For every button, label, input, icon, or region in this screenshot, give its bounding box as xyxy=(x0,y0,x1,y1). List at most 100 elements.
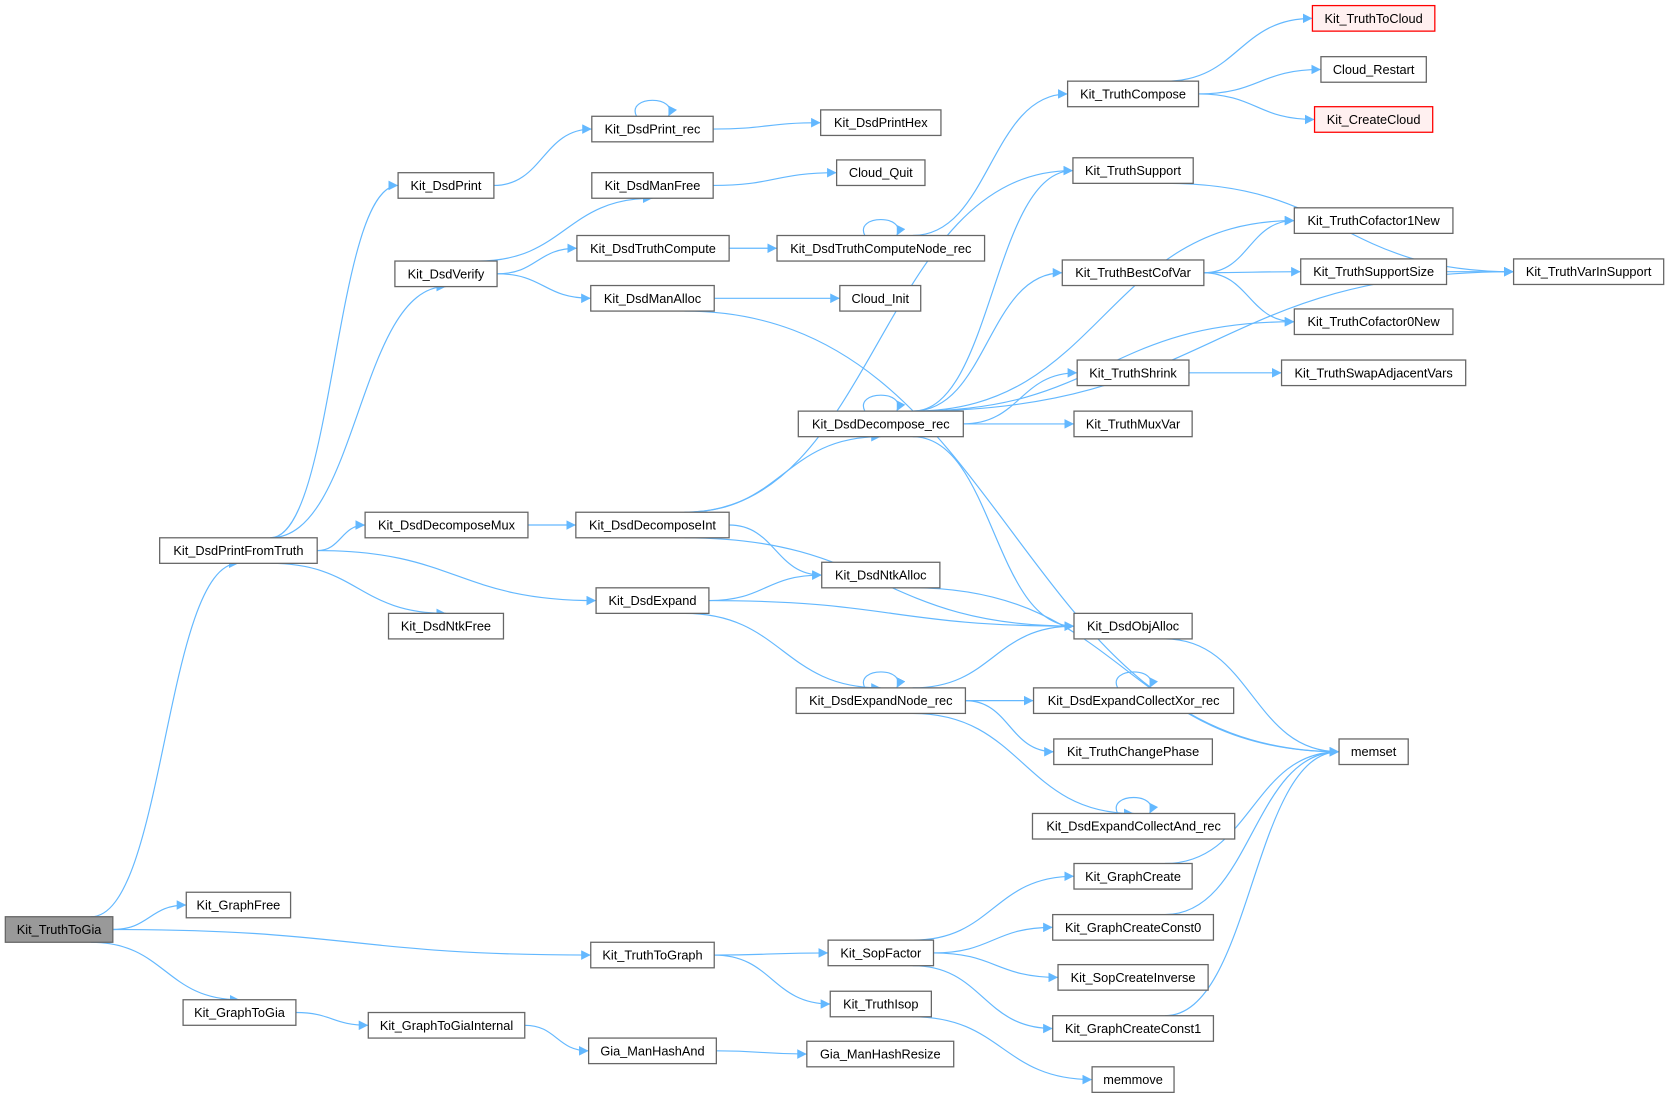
node-label: Kit_GraphCreateConst0 xyxy=(1065,920,1201,935)
node-kit-dsd-expand-collect-xor-rec[interactable]: Kit_DsdExpandCollectXor_rec xyxy=(1032,687,1235,715)
node-kit-dsd-print[interactable]: Kit_DsdPrint xyxy=(397,172,495,199)
node-kit-truth-mux-var[interactable]: Kit_TruthMuxVar xyxy=(1073,410,1193,438)
node-box xyxy=(1300,258,1448,286)
node-kit-graph-free[interactable]: Kit_GraphFree xyxy=(185,891,292,919)
node-box xyxy=(1066,80,1200,108)
node-box xyxy=(1073,612,1193,640)
edge-kit-truth-to-gia-to-kit-graph-free xyxy=(112,900,187,931)
node-label: Kit_DsdPrint xyxy=(411,178,482,193)
node-label: Kit_TruthCofactor1New xyxy=(1308,213,1441,228)
node-kit-truth-cofactor1-new[interactable]: Kit_TruthCofactor1New xyxy=(1293,207,1454,235)
node-kit-dsd-expand[interactable]: Kit_DsdExpand xyxy=(595,587,710,615)
node-box xyxy=(591,172,714,199)
node-kit-dsd-ntk-free[interactable]: Kit_DsdNtkFree xyxy=(387,612,505,640)
edge-kit-dsd-print-rec-to-kit-dsd-print-rec xyxy=(634,99,678,117)
node-kit-dsd-truth-compute[interactable]: Kit_DsdTruthCompute xyxy=(576,234,730,262)
node-box xyxy=(591,115,714,143)
node-kit-truth-swap-adjacent-vars[interactable]: Kit_TruthSwapAdjacentVars xyxy=(1280,359,1467,387)
edge-kit-dsd-truth-compute-node-rec-to-kit-dsd-truth-compute-node-rec xyxy=(862,219,906,236)
edge-kit-graph-create-to-memset xyxy=(1164,746,1340,865)
node-kit-truth-shrink[interactable]: Kit_TruthShrink xyxy=(1076,359,1190,387)
node-kit-sop-create-inverse[interactable]: Kit_SopCreateInverse xyxy=(1057,963,1209,991)
edge-kit-truth-compose-to-kit-create-cloud xyxy=(1198,93,1315,125)
node-box xyxy=(387,612,505,640)
node-kit-dsd-print-rec[interactable]: Kit_DsdPrint_rec xyxy=(591,115,714,143)
node-kit-dsd-decompose-rec[interactable]: Kit_DsdDecompose_rec xyxy=(797,410,964,438)
node-memmove[interactable]: memmove xyxy=(1091,1066,1175,1093)
node-kit-truth-var-in-support[interactable]: Kit_TruthVarInSupport xyxy=(1512,258,1665,286)
edge-kit-truth-isop-to-memmove xyxy=(912,1016,1093,1085)
node-kit-truth-best-cof-var[interactable]: Kit_TruthBestCofVar xyxy=(1061,259,1205,287)
node-box xyxy=(1293,207,1454,235)
node-label: Kit_DsdDecompose_rec xyxy=(812,416,950,431)
node-kit-graph-create[interactable]: Kit_GraphCreate xyxy=(1073,862,1193,890)
node-box xyxy=(1052,1015,1215,1042)
node-label: Kit_GraphToGiaInternal xyxy=(380,1018,513,1033)
node-label: Kit_TruthSupport xyxy=(1085,163,1181,178)
node-kit-graph-create-const1[interactable]: Kit_GraphCreateConst1 xyxy=(1052,1015,1215,1042)
node-kit-truth-cofactor0-new[interactable]: Kit_TruthCofactor0New xyxy=(1293,308,1454,336)
node-kit-truth-support[interactable]: Kit_TruthSupport xyxy=(1072,157,1194,184)
node-label: Kit_SopCreateInverse xyxy=(1071,970,1196,985)
edge-kit-dsd-decompose-rec-to-kit-truth-cofactor1-new xyxy=(912,215,1295,412)
node-box xyxy=(364,511,529,539)
node-kit-truth-to-gia[interactable]: Kit_TruthToGia xyxy=(4,916,114,943)
node-kit-truth-to-graph[interactable]: Kit_TruthToGraph xyxy=(590,941,715,969)
node-label: memmove xyxy=(1103,1072,1163,1087)
node-cloud-init[interactable]: Cloud_Init xyxy=(839,284,922,312)
node-box xyxy=(575,511,730,539)
node-kit-dsd-truth-compute-node-rec[interactable]: Kit_DsdTruthComputeNode_rec xyxy=(776,234,986,262)
node-kit-graph-to-gia-internal[interactable]: Kit_GraphToGiaInternal xyxy=(367,1011,526,1039)
node-kit-dsd-obj-alloc[interactable]: Kit_DsdObjAlloc xyxy=(1073,612,1193,640)
node-box xyxy=(839,284,922,312)
edge-kit-dsd-decompose-rec-to-kit-dsd-decompose-rec xyxy=(862,394,906,412)
node-cloud-restart[interactable]: Cloud_Restart xyxy=(1320,56,1427,83)
edge-kit-dsd-print-from-truth-to-kit-dsd-verify xyxy=(270,281,446,539)
node-gia-man-hash-and[interactable]: Gia_ManHashAnd xyxy=(587,1037,717,1065)
edge-kit-truth-compose-to-cloud-restart xyxy=(1198,64,1321,95)
node-label: Kit_DsdDecomposeMux xyxy=(378,518,516,533)
node-kit-graph-to-gia[interactable]: Kit_GraphToGia xyxy=(182,999,297,1026)
node-kit-dsd-verify[interactable]: Kit_DsdVerify xyxy=(394,260,498,288)
node-kit-truth-isop[interactable]: Kit_TruthIsop xyxy=(829,990,933,1018)
edge-kit-dsd-obj-alloc-to-memset xyxy=(1164,638,1340,757)
node-kit-dsd-man-alloc[interactable]: Kit_DsdManAlloc xyxy=(590,284,715,312)
node-gia-man-hash-resize[interactable]: Gia_ManHashResize xyxy=(806,1040,955,1068)
node-box xyxy=(1320,56,1427,83)
node-box xyxy=(1052,913,1215,941)
node-box xyxy=(1311,4,1436,32)
node-label: Kit_DsdObjAlloc xyxy=(1087,619,1180,634)
node-label: Kit_TruthShrink xyxy=(1089,365,1177,380)
node-label: Cloud_Restart xyxy=(1333,62,1415,77)
edge-kit-dsd-expand-node-rec-to-kit-dsd-obj-alloc xyxy=(912,621,1074,689)
node-memset[interactable]: memset xyxy=(1338,738,1409,766)
node-kit-dsd-expand-node-rec[interactable]: Kit_DsdExpandNode_rec xyxy=(795,687,967,715)
edge-kit-truth-to-graph-to-kit-sop-factor xyxy=(714,948,829,958)
node-kit-dsd-man-free[interactable]: Kit_DsdManFree xyxy=(591,172,714,199)
edge-kit-graph-to-gia-to-kit-graph-to-gia-internal xyxy=(295,1011,369,1031)
node-kit-truth-change-phase[interactable]: Kit_TruthChangePhase xyxy=(1053,738,1214,766)
node-label: Kit_DsdNtkAlloc xyxy=(835,568,927,583)
edge-kit-dsd-print-to-kit-dsd-print-rec xyxy=(493,124,592,187)
node-kit-truth-support-size[interactable]: Kit_TruthSupportSize xyxy=(1300,258,1448,286)
node-cloud-quit[interactable]: Cloud_Quit xyxy=(835,159,926,187)
nodes-layer: Kit_TruthToGia Kit_DsdPrintFromTruthKit_G… xyxy=(4,4,1665,1093)
node-box xyxy=(1091,1066,1175,1093)
node-kit-dsd-print-from-truth[interactable]: Kit_DsdPrintFromTruth xyxy=(159,537,318,564)
edge-kit-dsd-print-from-truth-to-kit-dsd-decompose-mux xyxy=(317,520,366,552)
node-kit-sop-factor[interactable]: Kit_SopFactor xyxy=(827,939,935,967)
node-kit-dsd-expand-collect-and-rec[interactable]: Kit_DsdExpandCollectAnd_rec xyxy=(1031,812,1236,840)
node-label: Kit_TruthMuxVar xyxy=(1086,416,1181,431)
node-box xyxy=(397,172,495,199)
node-kit-truth-to-cloud[interactable]: Kit_TruthToCloud xyxy=(1311,4,1436,32)
node-kit-truth-compose[interactable]: Kit_TruthCompose xyxy=(1066,80,1200,108)
edge-kit-dsd-verify-to-kit-dsd-man-alloc xyxy=(497,273,591,304)
edge-kit-dsd-man-alloc-to-memset xyxy=(684,310,1340,757)
node-kit-dsd-print-hex[interactable]: Kit_DsdPrintHex xyxy=(820,109,942,137)
node-kit-create-cloud[interactable]: Kit_CreateCloud xyxy=(1313,106,1434,133)
node-label: Kit_DsdExpandCollectAnd_rec xyxy=(1046,819,1221,834)
node-kit-dsd-decompose-int[interactable]: Kit_DsdDecomposeInt xyxy=(575,511,730,539)
node-kit-graph-create-const0[interactable]: Kit_GraphCreateConst0 xyxy=(1052,913,1215,941)
node-kit-dsd-ntk-alloc[interactable]: Kit_DsdNtkAlloc xyxy=(821,561,941,589)
node-kit-dsd-decompose-mux[interactable]: Kit_DsdDecomposeMux xyxy=(364,511,529,539)
